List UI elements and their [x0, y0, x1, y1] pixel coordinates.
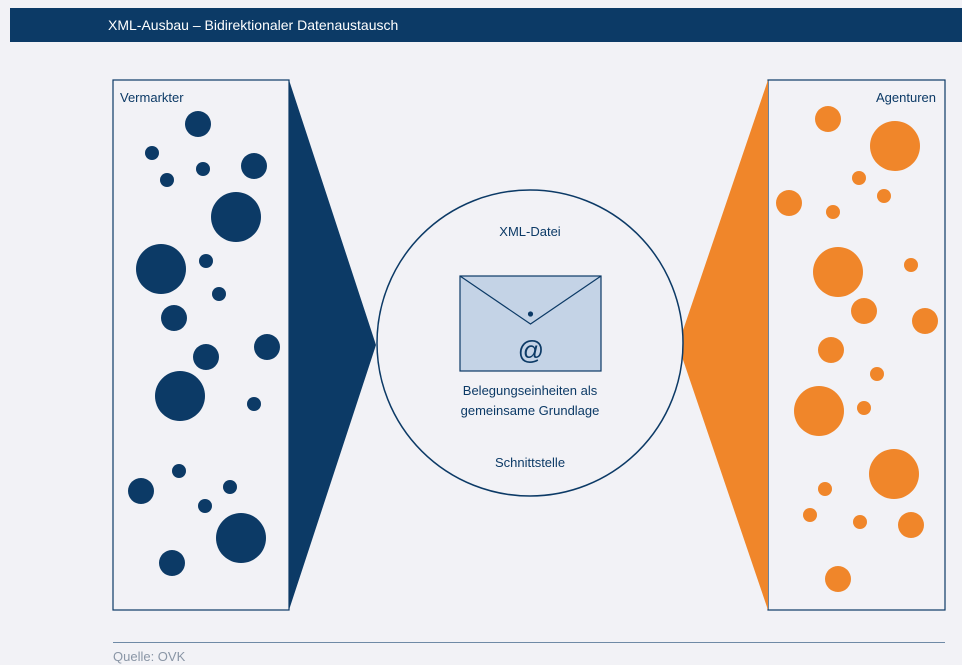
- dot: [247, 397, 261, 411]
- dot: [776, 190, 802, 216]
- vermarkter-dots: [128, 111, 280, 576]
- agenturen-dots: [776, 106, 938, 592]
- agenturen-label: Agenturen: [876, 90, 936, 105]
- dot: [815, 106, 841, 132]
- dot: [825, 566, 851, 592]
- dot: [254, 334, 280, 360]
- dot: [196, 162, 210, 176]
- dot: [212, 287, 226, 301]
- dot: [160, 173, 174, 187]
- dot: [852, 171, 866, 185]
- dot: [870, 121, 920, 171]
- dot: [877, 189, 891, 203]
- dot: [185, 111, 211, 137]
- dot: [155, 371, 205, 421]
- dot: [136, 244, 186, 294]
- vermarkter-label: Vermarkter: [120, 90, 184, 105]
- dot: [159, 550, 185, 576]
- dot: [241, 153, 267, 179]
- dot: [199, 254, 213, 268]
- xml-datei-title: XML-Datei: [499, 224, 561, 239]
- dot: [826, 205, 840, 219]
- at-symbol: @: [517, 335, 545, 365]
- dot: [853, 515, 867, 529]
- dot: [193, 344, 219, 370]
- dot: [216, 513, 266, 563]
- dot: [198, 499, 212, 513]
- dot: [794, 386, 844, 436]
- left-arrow-wedge: [289, 80, 376, 610]
- dot: [803, 508, 817, 522]
- caption-line-2: gemeinsame Grundlage: [460, 403, 600, 418]
- source-note: Quelle: OVK: [113, 649, 186, 664]
- dot: [857, 401, 871, 415]
- envelope-icon: [459, 275, 602, 372]
- dot: [223, 480, 237, 494]
- dot: [813, 247, 863, 297]
- dot: [128, 478, 154, 504]
- caption-line-1: Belegungseinheiten als: [462, 383, 598, 398]
- dot: [912, 308, 938, 334]
- header-title: XML-Ausbau – Bidirektionaler Datenaustau…: [108, 17, 399, 33]
- header-bar: XML-Ausbau – Bidirektionaler Datenaustau…: [10, 8, 962, 42]
- dot: [904, 258, 918, 272]
- dot: [172, 464, 186, 478]
- dot: [818, 482, 832, 496]
- envelope-caption: Belegungseinheiten als gemeinsame Grundl…: [420, 381, 640, 421]
- dot: [161, 305, 187, 331]
- dot: [869, 449, 919, 499]
- dot: [851, 298, 877, 324]
- right-arrow-wedge: [678, 80, 768, 610]
- dot: [870, 367, 884, 381]
- footer-divider: [113, 642, 945, 643]
- dot: [818, 337, 844, 363]
- dot: [898, 512, 924, 538]
- schnittstelle-label: Schnittstelle: [494, 455, 566, 470]
- dot: [145, 146, 159, 160]
- dot: [211, 192, 261, 242]
